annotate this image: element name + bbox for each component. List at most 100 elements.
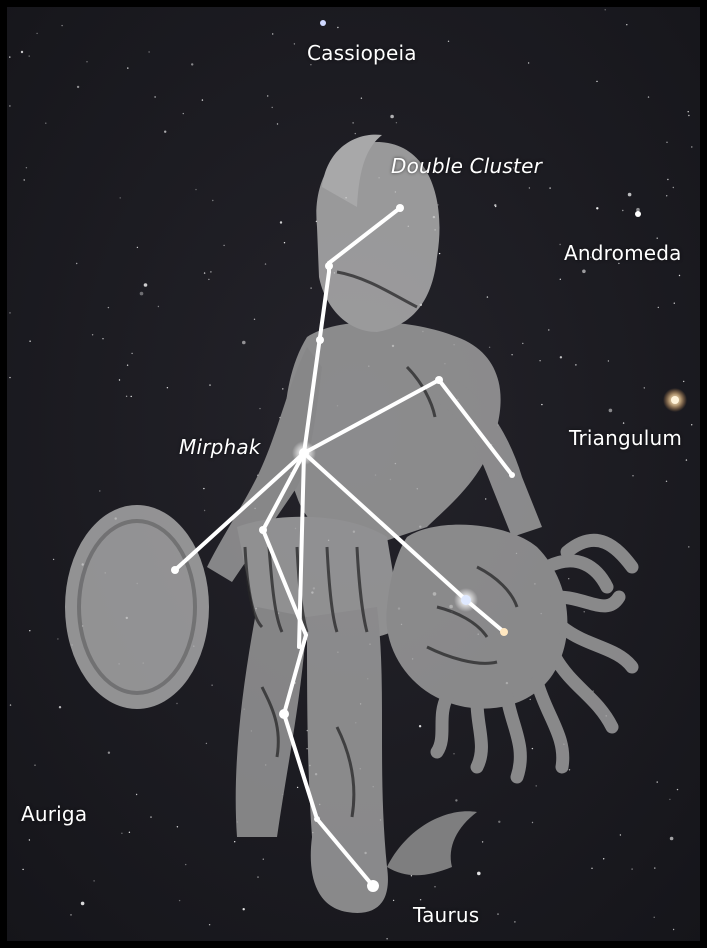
background-star xyxy=(272,107,273,108)
background-star xyxy=(420,899,421,900)
background-star xyxy=(185,864,186,865)
background-star xyxy=(108,307,109,308)
background-star xyxy=(536,785,537,786)
background-star xyxy=(455,799,457,801)
background-star xyxy=(485,498,486,499)
background-star xyxy=(209,384,210,385)
background-star xyxy=(254,319,255,320)
background-star xyxy=(688,115,689,116)
background-star xyxy=(29,55,30,56)
background-star xyxy=(131,353,132,354)
background-star xyxy=(136,794,137,795)
background-star xyxy=(477,872,481,876)
background-star xyxy=(670,837,674,841)
background-star xyxy=(669,799,670,800)
background-star xyxy=(263,859,264,860)
background-star xyxy=(679,275,680,276)
background-star xyxy=(204,510,205,511)
label-mirphak: Mirphak xyxy=(179,435,261,459)
background-star xyxy=(355,133,356,134)
background-star xyxy=(636,208,640,212)
background-star xyxy=(532,748,533,749)
background-star xyxy=(211,685,212,686)
star-triangulum xyxy=(671,396,679,404)
background-star xyxy=(144,283,148,287)
background-star xyxy=(36,33,37,34)
background-star xyxy=(284,242,285,243)
background-star xyxy=(439,253,440,254)
background-star xyxy=(620,834,621,835)
background-star xyxy=(411,875,412,876)
background-star xyxy=(658,307,659,308)
background-star xyxy=(686,459,687,460)
background-star xyxy=(683,381,684,382)
background-star xyxy=(396,122,397,123)
background-star xyxy=(390,115,394,119)
background-star xyxy=(210,271,211,272)
background-star xyxy=(148,51,149,52)
star-neck xyxy=(316,336,324,344)
background-star xyxy=(277,123,278,124)
background-star xyxy=(26,167,27,168)
background-star xyxy=(9,105,10,106)
background-star xyxy=(608,360,609,361)
label-andromeda: Andromeda xyxy=(564,241,682,265)
star-hip xyxy=(259,526,267,534)
background-star xyxy=(22,869,23,870)
background-star xyxy=(29,839,30,840)
background-star xyxy=(673,187,674,188)
background-star xyxy=(386,938,387,939)
background-star xyxy=(569,769,570,770)
background-star xyxy=(272,33,273,34)
background-star xyxy=(191,63,193,65)
background-star xyxy=(511,354,512,355)
background-star xyxy=(559,244,560,245)
background-star xyxy=(487,296,488,297)
background-star xyxy=(57,638,58,639)
background-star xyxy=(102,338,103,339)
background-star xyxy=(179,900,180,901)
star-hand xyxy=(509,472,515,478)
background-star xyxy=(548,329,549,330)
label-double-cluster: Double Cluster xyxy=(391,154,542,178)
background-star xyxy=(120,197,121,198)
figure-right-leg xyxy=(307,607,388,913)
background-star xyxy=(674,303,675,304)
background-star xyxy=(77,86,79,88)
background-star xyxy=(644,387,645,388)
background-star xyxy=(393,900,394,901)
background-star xyxy=(603,858,604,859)
background-star xyxy=(119,379,120,380)
background-star xyxy=(448,41,449,42)
background-star xyxy=(70,914,71,915)
background-star xyxy=(522,343,523,344)
background-star xyxy=(560,356,562,358)
background-star xyxy=(514,921,515,922)
background-star xyxy=(9,56,10,57)
background-star xyxy=(691,146,692,147)
background-star xyxy=(582,270,586,274)
background-star xyxy=(9,312,10,313)
background-star xyxy=(623,422,624,423)
background-star xyxy=(137,247,138,248)
star-algol-core xyxy=(461,595,471,605)
background-star xyxy=(176,703,177,704)
background-star xyxy=(202,99,203,100)
background-star xyxy=(267,95,268,96)
star-shoulder xyxy=(435,376,443,384)
star-foot xyxy=(367,880,379,892)
background-star xyxy=(631,868,632,869)
background-star xyxy=(280,221,282,223)
background-star xyxy=(666,195,667,196)
background-star xyxy=(204,272,205,273)
background-star xyxy=(688,546,689,547)
background-star xyxy=(560,279,561,280)
background-star xyxy=(93,880,94,881)
background-star xyxy=(654,867,655,868)
background-star xyxy=(9,377,10,378)
background-star xyxy=(177,826,178,827)
background-star xyxy=(691,424,692,425)
background-star xyxy=(539,360,540,361)
background-star xyxy=(243,908,245,910)
